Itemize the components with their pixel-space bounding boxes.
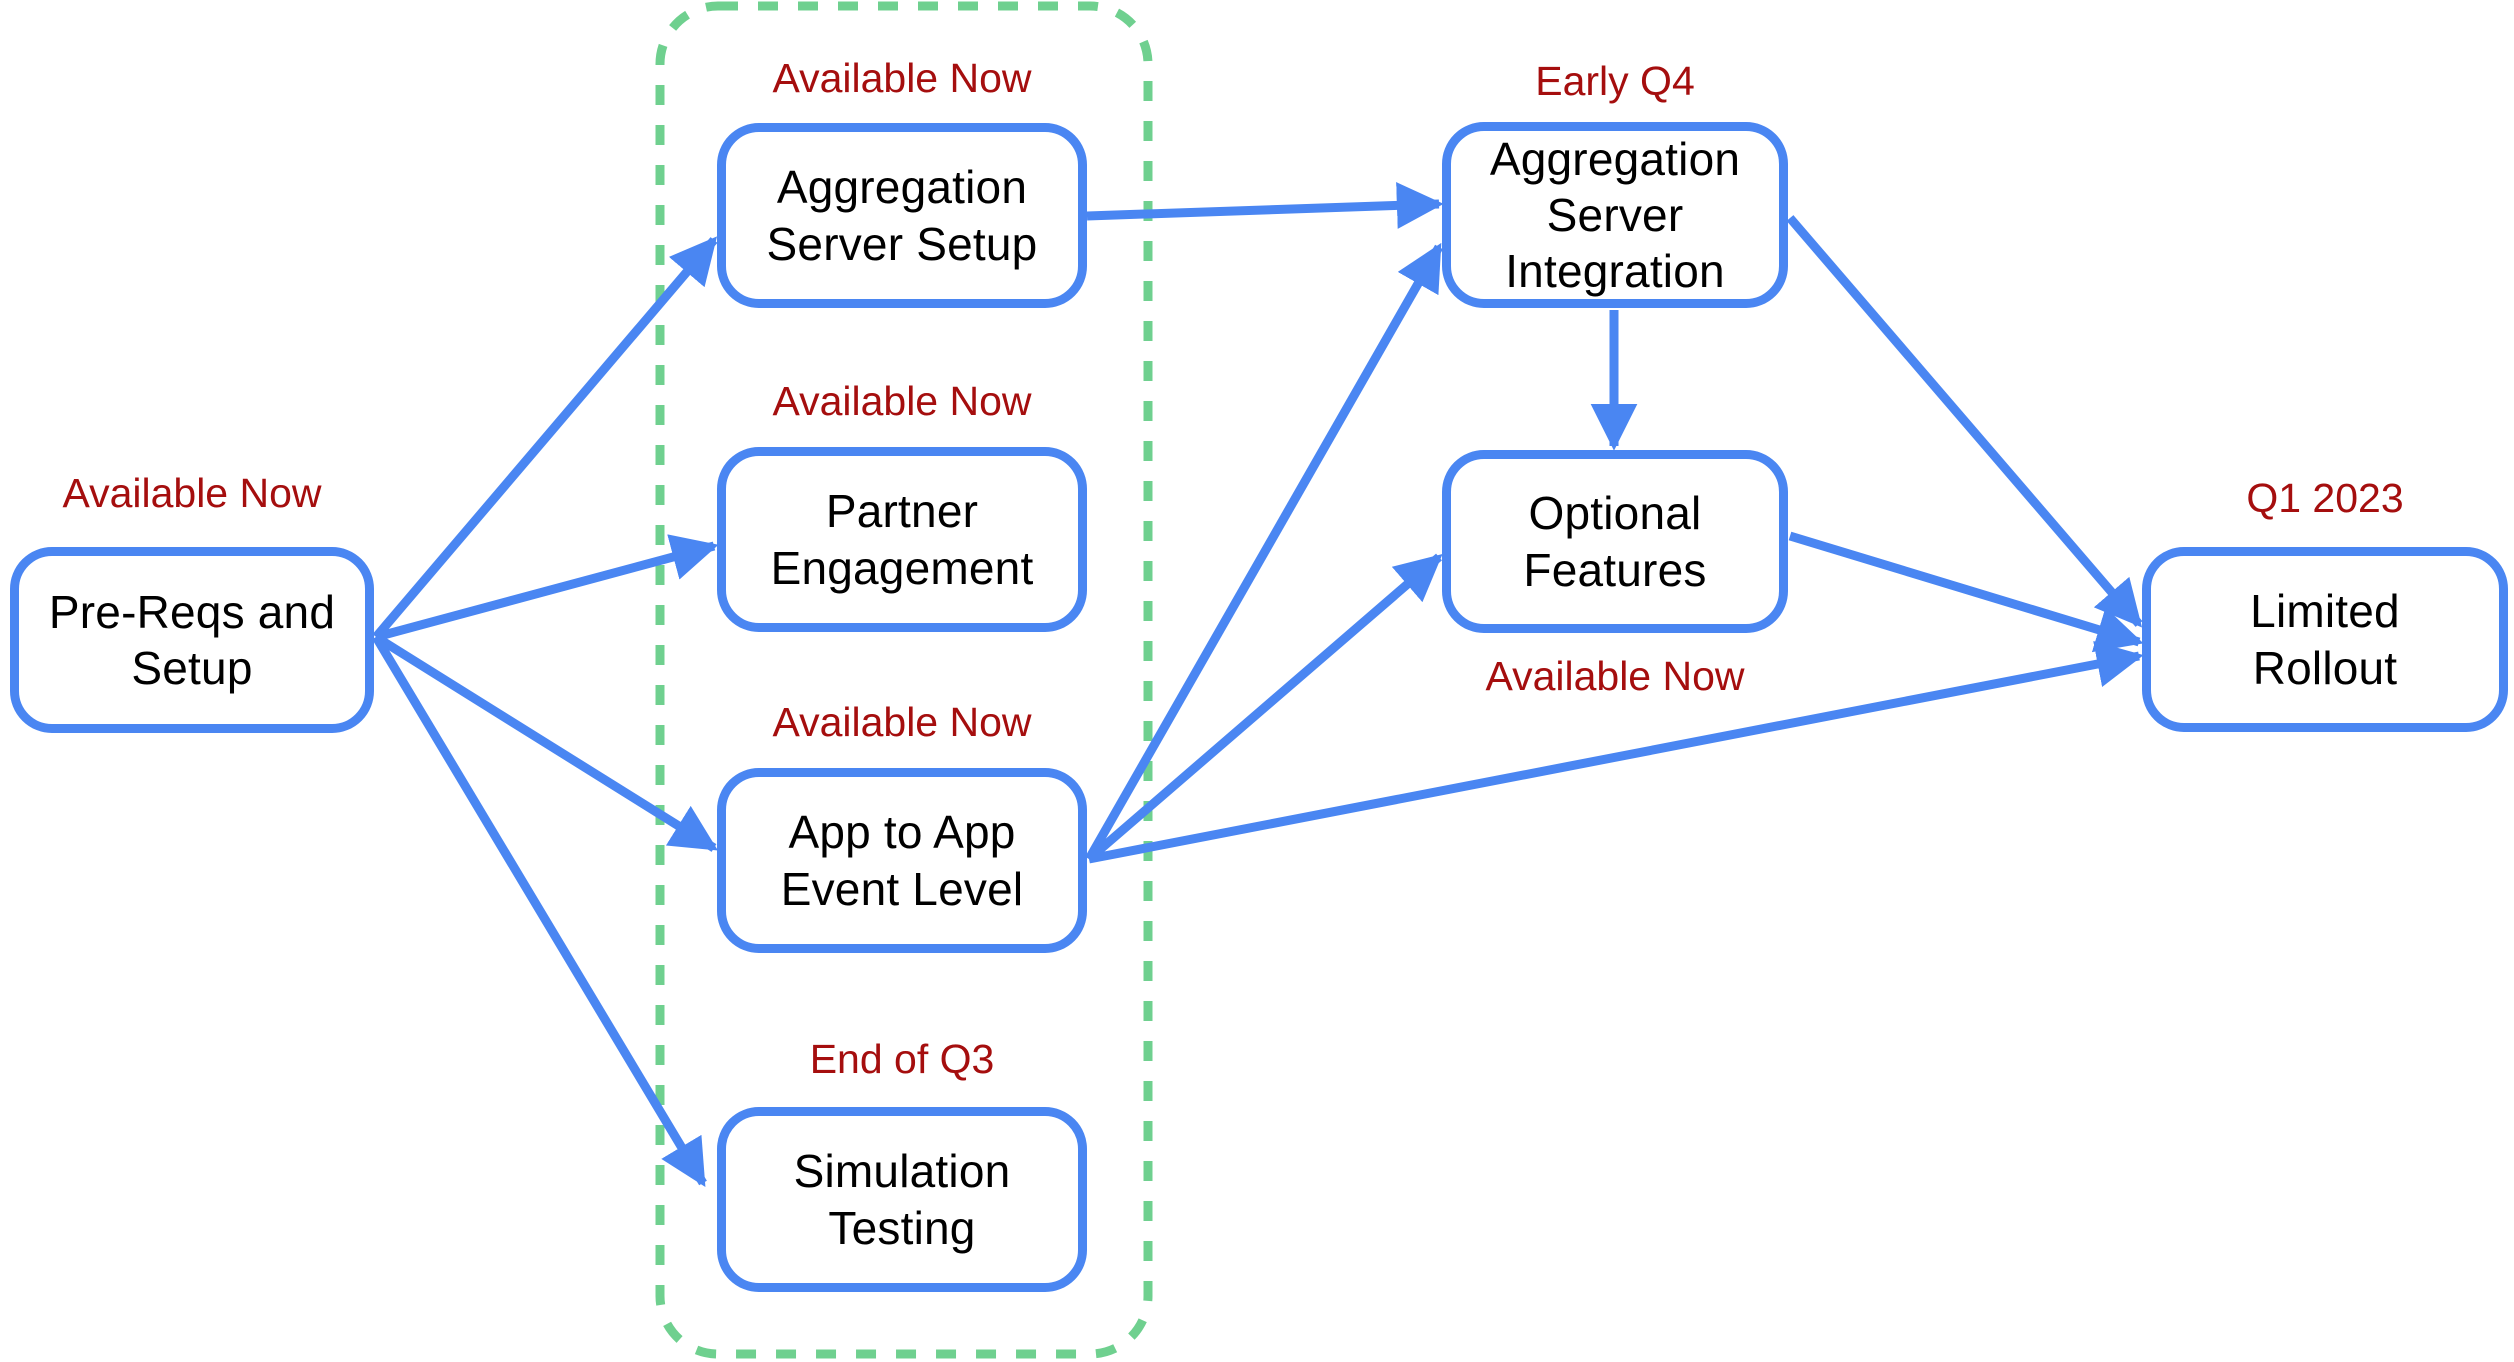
node-aggregation-server-setup: Aggregation Server Setup <box>717 123 1087 308</box>
status-aggregation-server-integration: Early Q4 <box>1535 58 1695 104</box>
node-partner-engagement: Partner Engagement <box>717 447 1087 632</box>
arrow-pre-reqs-to-app-to-app-event-level <box>373 633 718 852</box>
node-simulation-testing: Simulation Testing <box>717 1107 1087 1292</box>
node-label: Simulation Testing <box>793 1145 1011 1254</box>
arrow-app-to-app-to-optional-features <box>1086 553 1443 863</box>
status-optional-features: Available Now <box>1485 653 1745 699</box>
node-label: Aggregation Server Setup <box>766 161 1038 270</box>
node-label: Optional Features <box>1523 487 1707 596</box>
node-label: App to App Event Level <box>780 806 1024 915</box>
arrow-optional-features-to-limited-rollout <box>1788 531 2144 653</box>
status-aggregation-server-setup: Available Now <box>772 55 1032 101</box>
arrow-pre-reqs-to-aggregation-server-setup <box>372 236 718 640</box>
arrow-app-to-app-to-limited-rollout <box>1088 641 2144 864</box>
status-partner-engagement: Available Now <box>772 378 1032 424</box>
node-pre-reqs-and-setup: Pre-Reqs and Setup <box>10 547 374 733</box>
status-app-to-app-event-level: Available Now <box>772 699 1032 745</box>
status-pre-reqs-and-setup: Available Now <box>62 470 322 516</box>
node-limited-rollout: Limited Rollout <box>2142 547 2508 732</box>
status-limited-rollout: Q1 2023 <box>2246 475 2404 521</box>
node-optional-features: Optional Features <box>1442 450 1788 633</box>
status-simulation-testing: End of Q3 <box>809 1036 995 1082</box>
node-label: Partner Engagement <box>770 485 1034 594</box>
node-label: Aggregation Server Integration <box>1489 132 1741 298</box>
arrow-aggregation-server-setup-to-integration <box>1086 182 1444 229</box>
node-label: Limited Rollout <box>2250 585 2400 694</box>
arrow-pre-reqs-to-partner-engagement <box>374 534 719 642</box>
group-outline-available-now <box>655 1 1153 1359</box>
arrow-pre-reqs-to-simulation-testing <box>372 634 707 1188</box>
node-app-to-app-event-level: App to App Event Level <box>717 768 1087 953</box>
node-label: Pre-Reqs and Setup <box>48 585 336 694</box>
node-aggregation-server-integration: Aggregation Server Integration <box>1442 122 1788 308</box>
arrow-app-to-app-to-aggregation-server-integration <box>1085 242 1443 862</box>
arrow-aggregation-server-integration-to-limited-rollout <box>1786 215 2143 628</box>
